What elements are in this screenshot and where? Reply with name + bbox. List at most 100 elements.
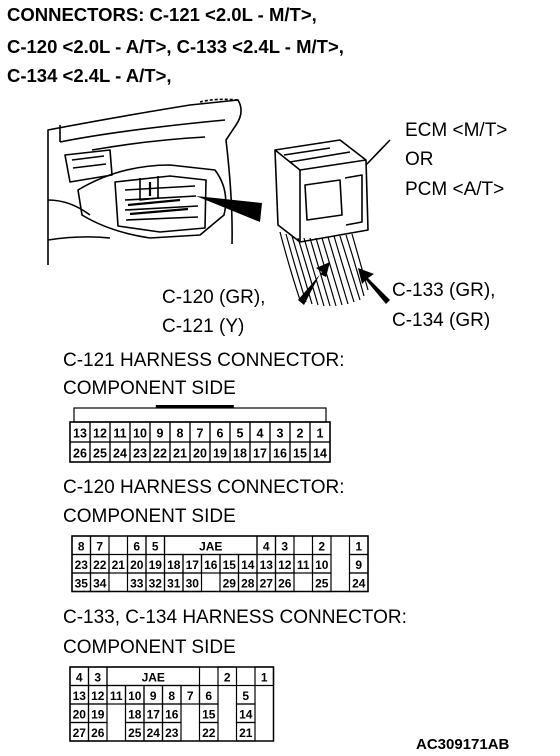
pin-number: 25 bbox=[128, 726, 142, 740]
pin-number: 22 bbox=[153, 447, 167, 461]
pin-number: 14 bbox=[239, 707, 253, 721]
pin-number: 15 bbox=[202, 707, 216, 721]
pin-number: 21 bbox=[239, 726, 253, 740]
pin-number: 3 bbox=[277, 427, 284, 441]
connector-latch bbox=[155, 405, 234, 408]
pin-number: 7 bbox=[197, 427, 204, 441]
c121-section-sub: COMPONENT SIDE bbox=[63, 378, 236, 399]
jae-label: JAE bbox=[199, 539, 222, 553]
pin-number: 29 bbox=[223, 576, 237, 590]
pin-number: 16 bbox=[273, 447, 287, 461]
pin-number: 8 bbox=[177, 427, 184, 441]
pin-number: 21 bbox=[112, 558, 126, 572]
pin-number: 17 bbox=[186, 558, 200, 572]
pin-number: 15 bbox=[223, 558, 237, 572]
pin-number: 6 bbox=[217, 427, 224, 441]
pin-number: 20 bbox=[73, 707, 87, 721]
title-line-1: CONNECTORS: C-121 <2.0L - M/T>, bbox=[7, 4, 317, 25]
pin-number: 25 bbox=[315, 576, 329, 590]
pin-number: 9 bbox=[150, 689, 157, 703]
pin-number: 24 bbox=[113, 447, 127, 461]
pin-cell bbox=[311, 572, 332, 593]
pin-number: 8 bbox=[78, 539, 85, 553]
pin-number: 28 bbox=[241, 576, 255, 590]
pin-number: 2 bbox=[297, 427, 304, 441]
pin-number: 11 bbox=[297, 558, 310, 572]
c133-section-title: C-133, C-134 HARNESS CONNECTOR: bbox=[63, 607, 407, 628]
pin-number: 7 bbox=[187, 689, 194, 703]
pin-number: 19 bbox=[149, 558, 163, 572]
jae-block bbox=[106, 666, 201, 687]
pin-number: 20 bbox=[193, 447, 207, 461]
pin-number: 15 bbox=[293, 447, 307, 461]
pin-number: 5 bbox=[237, 427, 244, 441]
connector-lock-tab bbox=[73, 407, 327, 423]
pin-number: 23 bbox=[133, 447, 147, 461]
pin-number: 6 bbox=[133, 539, 140, 553]
pin-cell bbox=[309, 441, 331, 463]
jae-block bbox=[163, 535, 258, 556]
pin-number: 26 bbox=[73, 447, 87, 461]
pin-number: 10 bbox=[133, 427, 147, 441]
pin-number: 6 bbox=[205, 689, 212, 703]
pin-number: 26 bbox=[278, 576, 292, 590]
pin-number: 11 bbox=[110, 689, 123, 703]
pin-number: 19 bbox=[213, 447, 227, 461]
pin-number: 10 bbox=[128, 689, 142, 703]
pin-number: 16 bbox=[204, 558, 218, 572]
pin-cell bbox=[89, 572, 110, 593]
c120-callout: C-120 (GR), bbox=[162, 287, 266, 308]
pin-number: 18 bbox=[128, 707, 142, 721]
pin-number: 8 bbox=[168, 689, 175, 703]
pin-cell bbox=[198, 721, 219, 742]
pin-number: 20 bbox=[130, 558, 144, 572]
pin-cell bbox=[161, 721, 182, 742]
or-label: OR bbox=[405, 149, 434, 170]
pin-number: 1 bbox=[355, 539, 362, 553]
pin-cell bbox=[254, 666, 275, 687]
title-line-2: C-120 <2.0L - A/T>, C-133 <2.4L - M/T>, bbox=[7, 36, 344, 57]
pin-number: 4 bbox=[76, 670, 83, 684]
pin-cell bbox=[274, 572, 295, 593]
title-line-3: C-134 <2.4L - A/T>, bbox=[7, 65, 172, 86]
pin-number: 18 bbox=[233, 447, 247, 461]
pin-number: 13 bbox=[73, 689, 87, 703]
c134-callout: C-134 (GR) bbox=[392, 310, 491, 331]
pin-number: 23 bbox=[165, 726, 179, 740]
pin-number: 27 bbox=[73, 726, 87, 740]
pin-number: 13 bbox=[260, 558, 274, 572]
pin-number: 23 bbox=[75, 558, 89, 572]
pin-number: 27 bbox=[260, 576, 274, 590]
c120-section-title: C-120 HARNESS CONNECTOR: bbox=[63, 477, 345, 498]
pin-number: 19 bbox=[91, 707, 105, 721]
pin-number: 33 bbox=[130, 576, 144, 590]
c133-section-sub: COMPONENT SIDE bbox=[63, 637, 236, 658]
pin-number: 34 bbox=[93, 576, 107, 590]
pin-number: 14 bbox=[313, 447, 327, 461]
c120-section-sub: COMPONENT SIDE bbox=[63, 506, 236, 527]
pin-number: 21 bbox=[173, 447, 187, 461]
pin-number: 22 bbox=[202, 726, 216, 740]
pin-number: 5 bbox=[242, 689, 249, 703]
pin-number: 17 bbox=[253, 447, 267, 461]
figure-code: AC309171AB bbox=[416, 736, 510, 753]
pin-number: 17 bbox=[147, 707, 161, 721]
pin-number: 4 bbox=[257, 427, 264, 441]
pin-number: 7 bbox=[96, 539, 103, 553]
pin-number: 35 bbox=[75, 576, 89, 590]
pin-number: 11 bbox=[113, 427, 126, 441]
pin-number: 9 bbox=[355, 558, 362, 572]
pin-number: 12 bbox=[278, 558, 292, 572]
pin-number: 24 bbox=[352, 576, 366, 590]
pin-number: 26 bbox=[91, 726, 105, 740]
pin-number: 2 bbox=[224, 670, 231, 684]
pin-cell bbox=[235, 721, 256, 742]
pin-cell bbox=[182, 572, 203, 593]
c133-callout: C-133 (GR), bbox=[392, 280, 496, 301]
pin-cell bbox=[217, 666, 238, 687]
pin-cell bbox=[87, 721, 108, 742]
pin-number: 3 bbox=[281, 539, 288, 553]
pin-cell bbox=[348, 572, 369, 593]
